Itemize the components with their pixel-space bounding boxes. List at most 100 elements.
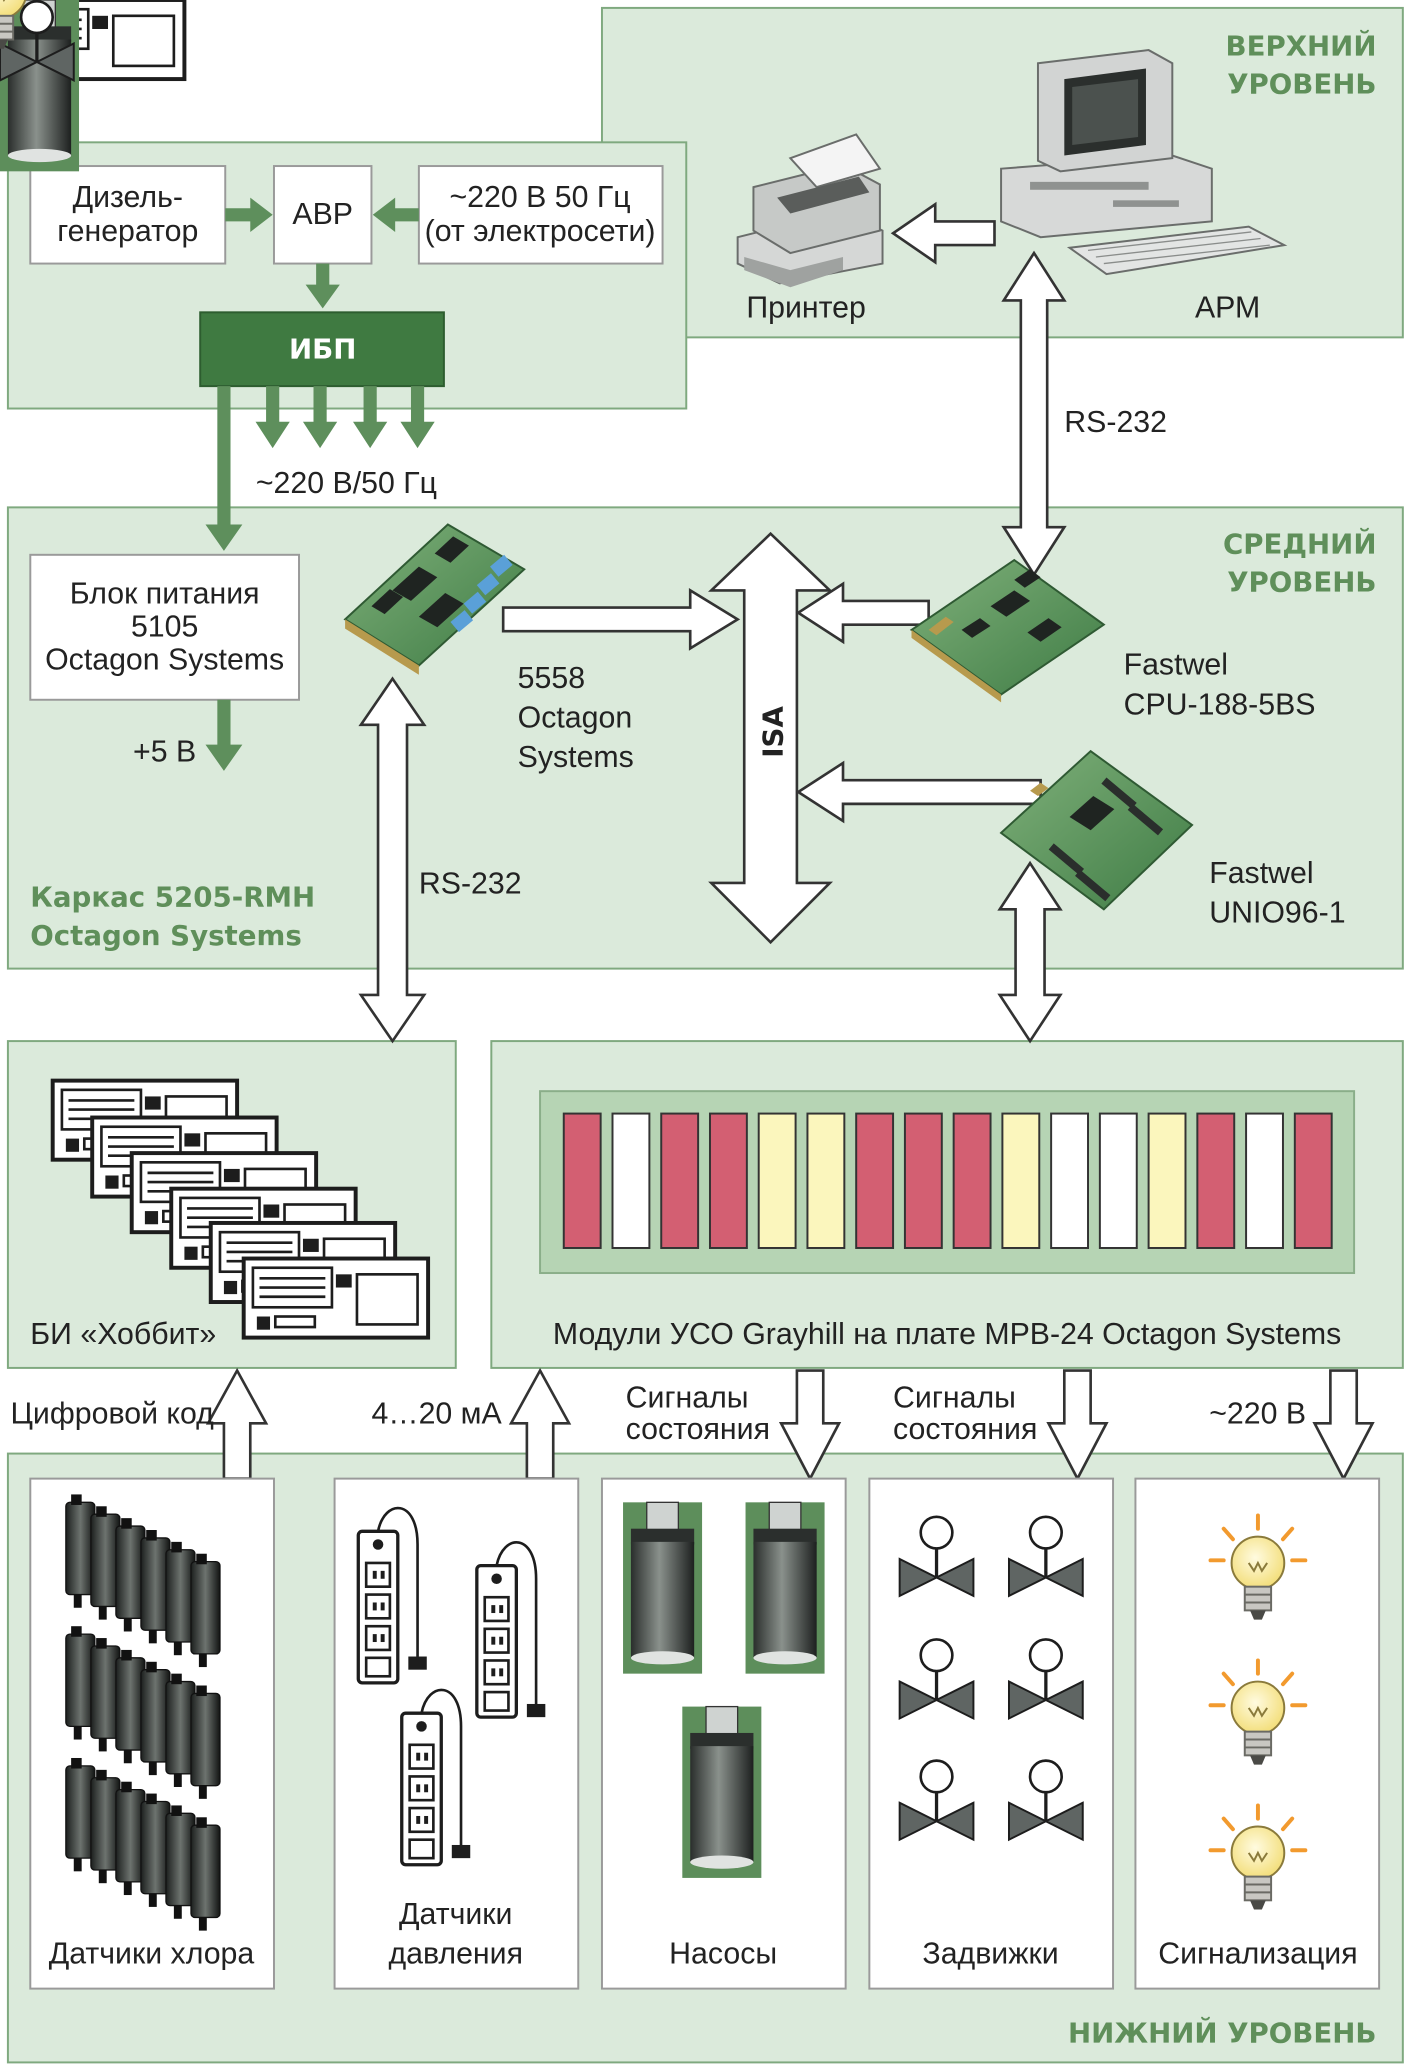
valves-status-label-2: состояния <box>893 1413 1037 1446</box>
digital-code-label: Цифровой код <box>11 1397 215 1430</box>
io-module-9 <box>952 1112 992 1249</box>
io-module-1 <box>562 1112 602 1249</box>
ups-label: ИБП <box>289 332 356 365</box>
io-module-6 <box>806 1112 846 1249</box>
chassis-label-2: Octagon Systems <box>30 919 302 952</box>
chlorine-sensor <box>190 1817 221 1931</box>
cpu-label-2: CPU-188-5BS <box>1124 688 1316 721</box>
workstation-label: АРМ <box>1195 292 1260 325</box>
current-label: 4…20 мА <box>371 1397 502 1430</box>
diesel-generator-box <box>29 165 227 265</box>
unio-label-2: UNIO96-1 <box>1209 896 1345 929</box>
cpu-to-isa-arrow <box>795 581 930 645</box>
pumps-label: Насосы <box>669 1938 777 1971</box>
alarm-bulb-icons <box>0 0 1308 1912</box>
workstation-to-printer-arrow <box>890 201 996 265</box>
chlorine-label: Датчики хлора <box>49 1938 255 1971</box>
card-5558-to-isa-arrow <box>501 588 741 651</box>
modules-caption: Модули УСО Grayhill на плате MPB-24 Octa… <box>553 1318 1341 1351</box>
psu-label-1: Блок питания <box>70 578 260 611</box>
io-module-4 <box>708 1112 748 1249</box>
grid-to-avr-arrow <box>372 197 419 232</box>
top-rs232-label: RS-232 <box>1064 406 1167 439</box>
psu-output-label: +5 В <box>133 736 196 769</box>
valves-status-arrow <box>1046 1369 1109 1482</box>
grid-supply-label-2: (от электросети) <box>425 215 656 248</box>
card-5558-icon <box>343 523 526 675</box>
psu-label-2: 5105 <box>131 611 198 644</box>
valves-box <box>868 1477 1115 1990</box>
grid-supply-label-1: ~220 В 50 Гц <box>449 181 630 214</box>
card-5558-hobbit-rs232-arrow <box>358 676 427 1044</box>
printer-icon <box>736 133 884 288</box>
chlorine-sensor <box>65 1494 96 1608</box>
pumps-status-label-2: состояния <box>626 1413 770 1446</box>
chlorine-sensor <box>140 1661 171 1776</box>
chlorine-sensor <box>115 1518 146 1632</box>
middle-rs232-label: RS-232 <box>419 867 522 900</box>
io-module-10 <box>1001 1112 1041 1249</box>
io-module-14 <box>1196 1112 1236 1249</box>
valves-status-label-1: Сигналы <box>893 1381 1016 1414</box>
io-module-7 <box>855 1112 895 1249</box>
ups-output-arrows <box>205 386 435 551</box>
unio-card-icon <box>999 749 1194 911</box>
isa-bus-arrow <box>708 531 834 945</box>
card-5558-label-1: 5558 <box>518 662 585 695</box>
top-level-title-1: ВЕРХНИЙ <box>1226 28 1377 62</box>
alarm-power-arrow <box>1312 1369 1375 1482</box>
psu-output-arrow <box>205 699 243 771</box>
printer-label: Принтер <box>746 292 866 325</box>
avr-label: АВР <box>292 198 353 231</box>
psu-label-3: Octagon Systems <box>45 643 284 676</box>
ups-output-label: ~220 В/50 Гц <box>256 467 437 500</box>
card-5558-label-3: Systems <box>518 741 634 774</box>
cpu-label-1: Fastwel <box>1124 649 1228 682</box>
avr-box <box>272 165 373 265</box>
io-module-16 <box>1293 1112 1333 1249</box>
chlorine-sensor <box>190 1553 221 1668</box>
io-module-8 <box>903 1112 943 1249</box>
chlorine-sensor <box>165 1673 196 1787</box>
ac-label: ~220 В <box>1209 1397 1306 1430</box>
bottom-level-title: НИЖНИЙ УРОВЕНЬ <box>1068 2016 1376 2050</box>
io-module-13 <box>1147 1112 1187 1249</box>
card-5558-label-2: Octagon <box>518 701 633 734</box>
top-level-title-2: УРОВЕНЬ <box>1227 68 1376 101</box>
unio-modules-arrow <box>997 860 1063 1044</box>
io-module-2 <box>611 1112 651 1249</box>
io-module-12 <box>1098 1112 1138 1249</box>
io-module-3 <box>660 1112 700 1249</box>
middle-level-title-2: УРОВЕНЬ <box>1227 566 1376 599</box>
diesel-generator-label-2: генератор <box>57 215 198 248</box>
avr-to-ups-arrow <box>305 263 340 309</box>
io-module-strip <box>562 1112 1333 1249</box>
valves-label: Задвижки <box>922 1938 1058 1971</box>
workstation-cpu-rs232-arrow <box>1001 250 1067 578</box>
unio-label-1: Fastwel <box>1209 857 1313 890</box>
chlorine-sensor <box>115 1649 146 1764</box>
isa-bus-label: ISA <box>756 706 789 758</box>
unio-to-isa-arrow <box>795 760 1042 824</box>
middle-level-title-1: СРЕДНИЙ <box>1223 526 1376 560</box>
valve-icons <box>0 0 1085 1842</box>
chlorine-sensor <box>190 1685 221 1799</box>
io-module-5 <box>757 1112 797 1249</box>
io-module-15 <box>1245 1112 1284 1249</box>
cpu-card-icon <box>909 558 1106 703</box>
pressure-label-2: давления <box>389 1938 523 1971</box>
chassis-label-1: Каркас 5205-RMH <box>30 881 315 914</box>
pumps-status-arrow <box>778 1369 842 1482</box>
diesel-generator-label-1: Дизель- <box>73 181 183 214</box>
psu-box <box>29 553 300 701</box>
chlorine-sensor-icons <box>65 1494 221 1931</box>
io-module-11 <box>1050 1112 1090 1249</box>
diesel-to-avr-arrow <box>225 197 273 232</box>
hobbit-label: БИ «Хоббит» <box>30 1318 216 1351</box>
pressure-label-1: Датчики <box>399 1898 512 1931</box>
ups-box <box>199 311 445 388</box>
chlorine-sensor <box>90 1638 121 1752</box>
alarm-label: Сигнализация <box>1158 1938 1357 1971</box>
chlorine-sensor <box>165 1541 196 1656</box>
